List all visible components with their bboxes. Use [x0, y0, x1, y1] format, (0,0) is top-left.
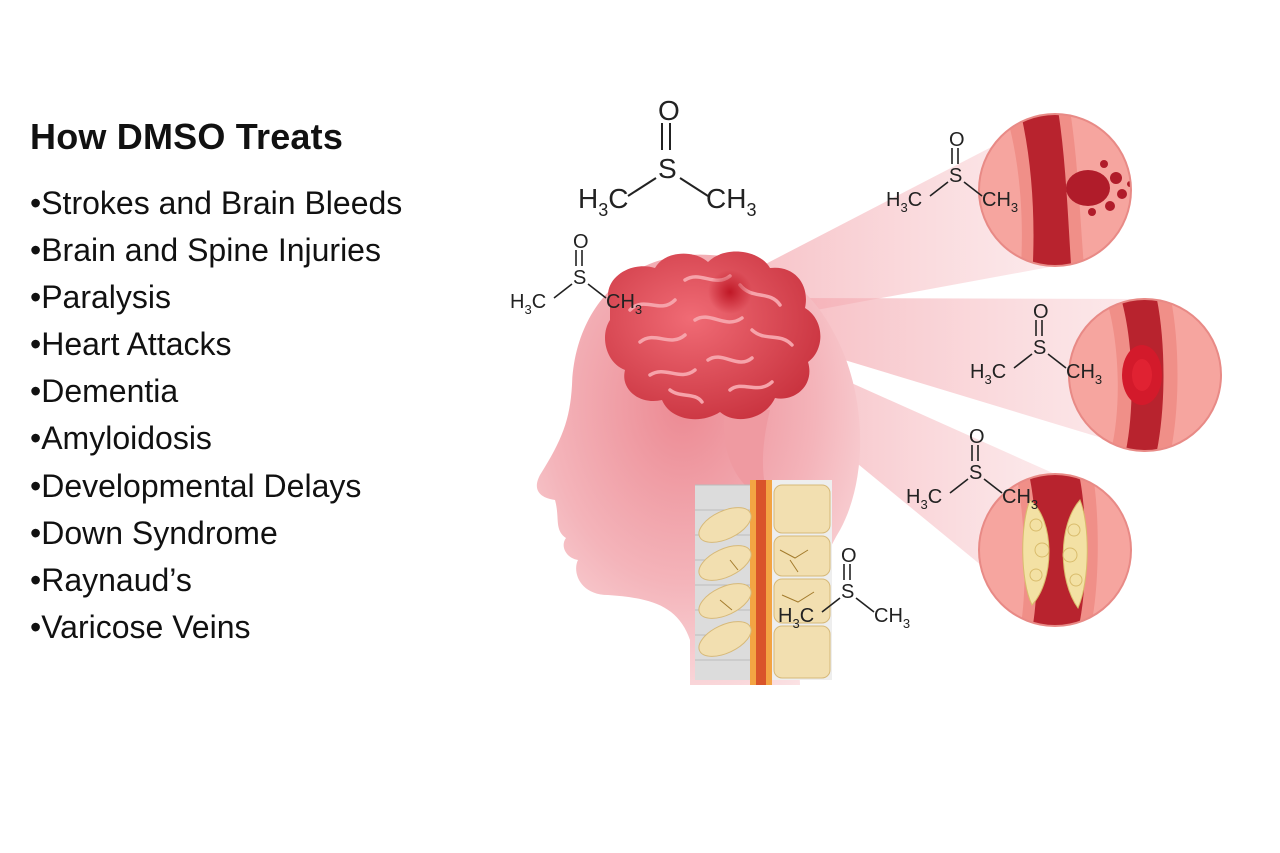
methyl-left-c: C — [908, 189, 922, 211]
svg-text:CH3: CH3 — [1002, 486, 1038, 512]
methyl-left-c: C — [800, 605, 814, 627]
methyl-left-c: C — [532, 291, 546, 313]
magnified-blood-clot — [1069, 299, 1221, 451]
svg-text:H3C: H3C — [778, 605, 814, 631]
spine-icon — [695, 480, 832, 685]
condition-item: Heart Attacks — [30, 321, 402, 368]
oxygen-label: O — [949, 129, 965, 151]
oxygen-label: O — [573, 231, 589, 253]
sulfur-label: S — [1033, 337, 1046, 359]
methyl-left-h: H — [906, 486, 920, 508]
svg-text:H3C: H3C — [886, 189, 922, 215]
brain-stem — [724, 410, 770, 485]
methyl-left-sub: 3 — [920, 497, 927, 512]
dmso-molecule-spine: O S H3C CH3 — [778, 545, 910, 631]
dmso-molecule-hemorrhage: O S H3C CH3 — [886, 129, 1018, 215]
sulfur-label: S — [969, 462, 982, 484]
page-title: How DMSO Treats — [30, 116, 344, 157]
methyl-left-c: C — [928, 486, 942, 508]
methyl-left-sub: 3 — [984, 372, 991, 387]
condition-item: Down Syndrome — [30, 510, 402, 557]
methyl-left-sub: 3 — [598, 200, 608, 220]
sulfur-label: S — [573, 267, 586, 289]
condition-item: Strokes and Brain Bleeds — [30, 180, 402, 227]
methyl-left-sub: 3 — [792, 616, 799, 631]
methyl-left-h: H — [778, 605, 792, 627]
magnified-hemorrhage — [979, 114, 1131, 266]
svg-text:CH3: CH3 — [706, 183, 756, 220]
svg-text:H3C: H3C — [970, 361, 1006, 387]
methyl-right-sub: 3 — [903, 616, 910, 631]
condition-item: Dementia — [30, 368, 402, 415]
condition-item: Amyloidosis — [30, 415, 402, 462]
sulfur-label: S — [658, 153, 677, 184]
magnify-beam — [725, 114, 1055, 325]
methyl-right-ch: CH — [1066, 361, 1095, 383]
methyl-left-h: H — [578, 183, 598, 214]
methyl-right-ch: CH — [606, 291, 635, 313]
dmso-illustration: O S H3C CH3 O S H3C CH3 O S H3C CH3 O S … — [510, 95, 1222, 685]
methyl-left-h: H — [886, 189, 900, 211]
sulfur-label: S — [841, 581, 854, 603]
methyl-right-sub: 3 — [1011, 200, 1018, 215]
magnified-arterial-plaque — [979, 474, 1131, 626]
methyl-left-h: H — [510, 291, 524, 313]
methyl-left-sub: 3 — [900, 200, 907, 215]
methyl-right-sub: 3 — [1095, 372, 1102, 387]
svg-text:CH3: CH3 — [1066, 361, 1102, 387]
dmso-molecule-clot: O S H3C CH3 — [970, 301, 1102, 387]
svg-text:CH3: CH3 — [606, 291, 642, 317]
oxygen-label: O — [1033, 301, 1049, 323]
svg-text:CH3: CH3 — [874, 605, 910, 631]
methyl-right-ch: CH — [874, 605, 903, 627]
methyl-right-sub: 3 — [635, 302, 642, 317]
svg-text:H3C: H3C — [906, 486, 942, 512]
methyl-left-c: C — [992, 361, 1006, 383]
dmso-molecule-brain: O S H3C CH3 — [510, 231, 642, 317]
svg-text:H3C: H3C — [510, 291, 546, 317]
condition-item: Varicose Veins — [30, 604, 402, 651]
oxygen-label: O — [658, 95, 680, 126]
condition-item: Paralysis — [30, 274, 402, 321]
dmso-molecule-large: O S H3C CH3 — [578, 95, 756, 220]
methyl-right-ch: CH — [982, 189, 1011, 211]
condition-item: Developmental Delays — [30, 463, 402, 510]
magnify-beam — [785, 298, 1145, 451]
svg-text:CH3: CH3 — [982, 189, 1018, 215]
methyl-right-ch: CH — [706, 183, 746, 214]
methyl-left-h: H — [970, 361, 984, 383]
methyl-right-sub: 3 — [1031, 497, 1038, 512]
condition-list: Strokes and Brain BleedsBrain and Spine … — [30, 180, 402, 651]
methyl-right-ch: CH — [1002, 486, 1031, 508]
oxygen-label: O — [841, 545, 857, 567]
sulfur-label: S — [949, 165, 962, 187]
methyl-left-c: C — [608, 183, 628, 214]
condition-item: Raynaud’s — [30, 557, 402, 604]
methyl-right-sub: 3 — [746, 200, 756, 220]
dmso-molecule-plaque: O S H3C CH3 — [906, 426, 1038, 512]
condition-item: Brain and Spine Injuries — [30, 227, 402, 274]
methyl-left-sub: 3 — [524, 302, 531, 317]
oxygen-label: O — [969, 426, 985, 448]
svg-text:H3C: H3C — [578, 183, 628, 220]
brain-icon — [605, 251, 821, 420]
